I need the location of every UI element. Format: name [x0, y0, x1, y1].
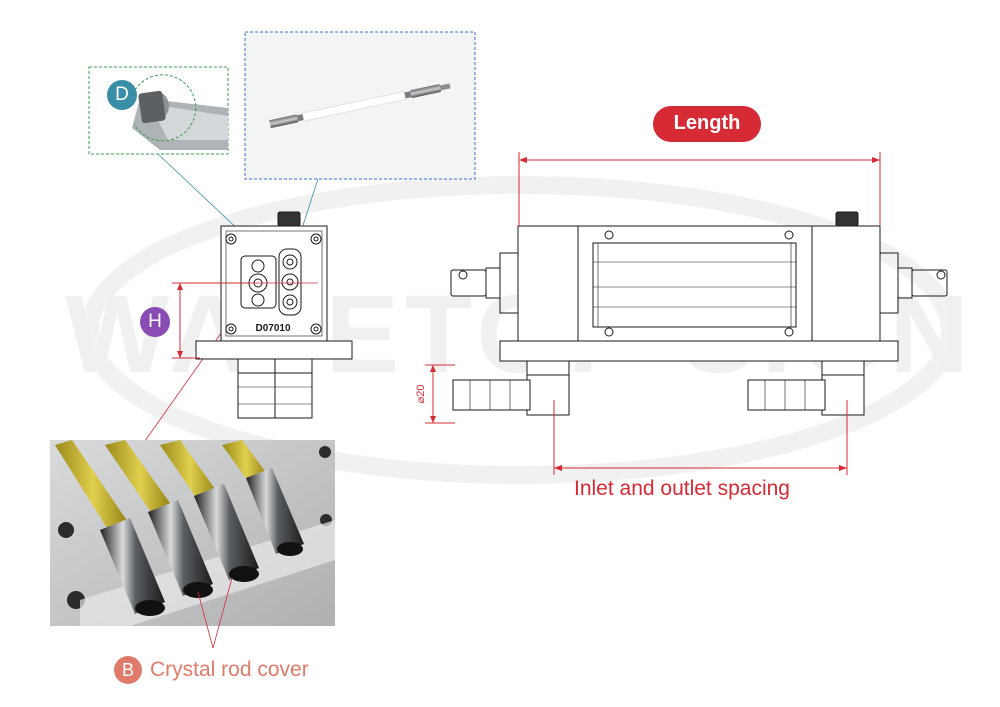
length-text: Length: [673, 112, 741, 134]
front-view: [195, 211, 353, 419]
rod-cover-photo: [50, 440, 335, 626]
diameter-marker: D: [107, 80, 137, 110]
cover-pointer-lines: [197, 577, 233, 649]
pipe-diameter-dimension: [425, 364, 455, 424]
rod-cover-2: [105, 440, 213, 598]
inlet-outlet-dimension: [553, 400, 848, 475]
height-dimension: [172, 282, 250, 359]
cover-label: Crystal rod cover: [150, 658, 309, 681]
cover-marker: B: [114, 656, 142, 684]
height-marker: H: [140, 307, 170, 337]
rod-cover-4: [222, 440, 304, 556]
inlet-outlet-label: Inlet and outlet spacing: [574, 477, 790, 500]
rod-end-inset: [88, 66, 229, 155]
model-number: D07010: [255, 323, 290, 334]
rod-cover-1: [55, 440, 165, 616]
length-dimension: [518, 152, 881, 226]
rod-cover-3: [160, 440, 259, 582]
pipe-diameter-label: ⌀20: [415, 385, 427, 404]
length-label: [653, 106, 761, 142]
laser-rod-photo: [269, 83, 451, 129]
side-view: [450, 211, 948, 416]
rod-end-photo: [132, 74, 228, 150]
rod-photo-inset: [244, 31, 476, 180]
